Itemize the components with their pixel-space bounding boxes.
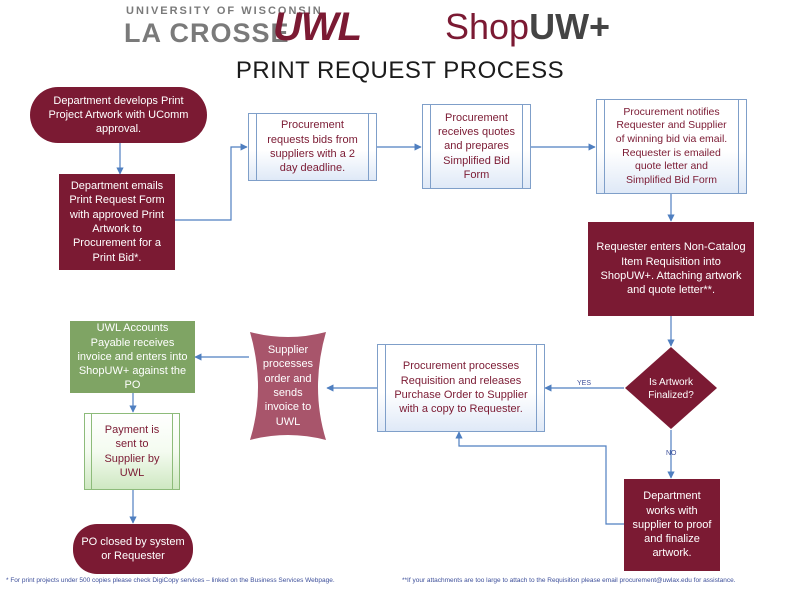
step-accounts-payable: UWL Accounts Payable receives invoice an… <box>70 321 195 393</box>
step-request-bids-text: Procurement requests bids from suppliers… <box>267 119 358 175</box>
step-proof-artwork-text: Department works with supplier to proof … <box>632 490 712 560</box>
footnote-digicopy: * For print projects under 500 copies pl… <box>6 577 335 584</box>
connector-proof-loop <box>455 431 624 525</box>
step-notify-winning-bid: Procurement notifies Requester and Suppl… <box>596 99 747 194</box>
step-develop-artwork-text: Department develops Print Project Artwor… <box>48 94 189 136</box>
step-receive-quotes: Procurement receives quotes and prepares… <box>422 104 531 189</box>
step-po-closed-text: PO closed by system or Requester <box>81 535 185 562</box>
step-payment-sent-text: Payment is sent to Supplier by UWL <box>104 423 160 479</box>
step-supplier-invoice: Supplier processes order and sends invoi… <box>252 336 324 436</box>
step-release-purchase-order-text: Procurement processes Requisition and re… <box>394 360 528 416</box>
uwl-logo: UWL <box>273 5 362 49</box>
step-email-request-form-text: Department emails Print Request Form wit… <box>69 180 165 264</box>
decision-artwork-finalized-text: Is Artwork Finalized? <box>648 377 694 401</box>
logo-university-text: UNIVERSITY OF WISCONSIN <box>126 5 323 17</box>
connector-email-bids <box>175 143 248 221</box>
step-supplier-invoice-text: Supplier processes order and sends invoi… <box>262 344 314 428</box>
step-notify-winning-bid-text: Procurement notifies Requester and Suppl… <box>615 105 728 186</box>
no-label: NO <box>666 450 677 457</box>
yes-label: YES <box>577 380 592 387</box>
step-payment-sent: Payment is sent to Supplier by UWL <box>84 413 180 490</box>
supplier-document-shape <box>250 332 326 440</box>
page-title: PRINT REQUEST PROCESS <box>235 57 565 84</box>
step-po-closed: PO closed by system or Requester <box>73 524 193 574</box>
step-email-request-form: Department emails Print Request Form wit… <box>59 174 175 270</box>
step-accounts-payable-text: UWL Accounts Payable receives invoice an… <box>77 322 188 392</box>
footnote-attachments: **If your attachments are too large to a… <box>402 577 736 584</box>
step-receive-quotes-text: Procurement receives quotes and prepares… <box>437 111 516 181</box>
decision-artwork-finalized: Is Artwork Finalized? <box>637 377 705 402</box>
step-develop-artwork: Department develops Print Project Artwor… <box>30 87 207 143</box>
step-enter-requisition-text: Requester enters Non-Catalog Item Requis… <box>596 241 746 297</box>
shopuw-logo: ShopUW+ <box>445 6 610 48</box>
step-release-purchase-order: Procurement processes Requisition and re… <box>377 344 545 432</box>
step-enter-requisition: Requester enters Non-Catalog Item Requis… <box>588 222 754 316</box>
shop-word: Shop <box>445 6 530 47</box>
step-proof-artwork: Department works with supplier to proof … <box>624 479 720 571</box>
uwplus-word: UW+ <box>529 6 611 47</box>
decision-diamond <box>625 347 717 429</box>
step-request-bids: Procurement requests bids from suppliers… <box>248 113 377 181</box>
logo-campus-text: LA CROSSE <box>124 18 290 48</box>
